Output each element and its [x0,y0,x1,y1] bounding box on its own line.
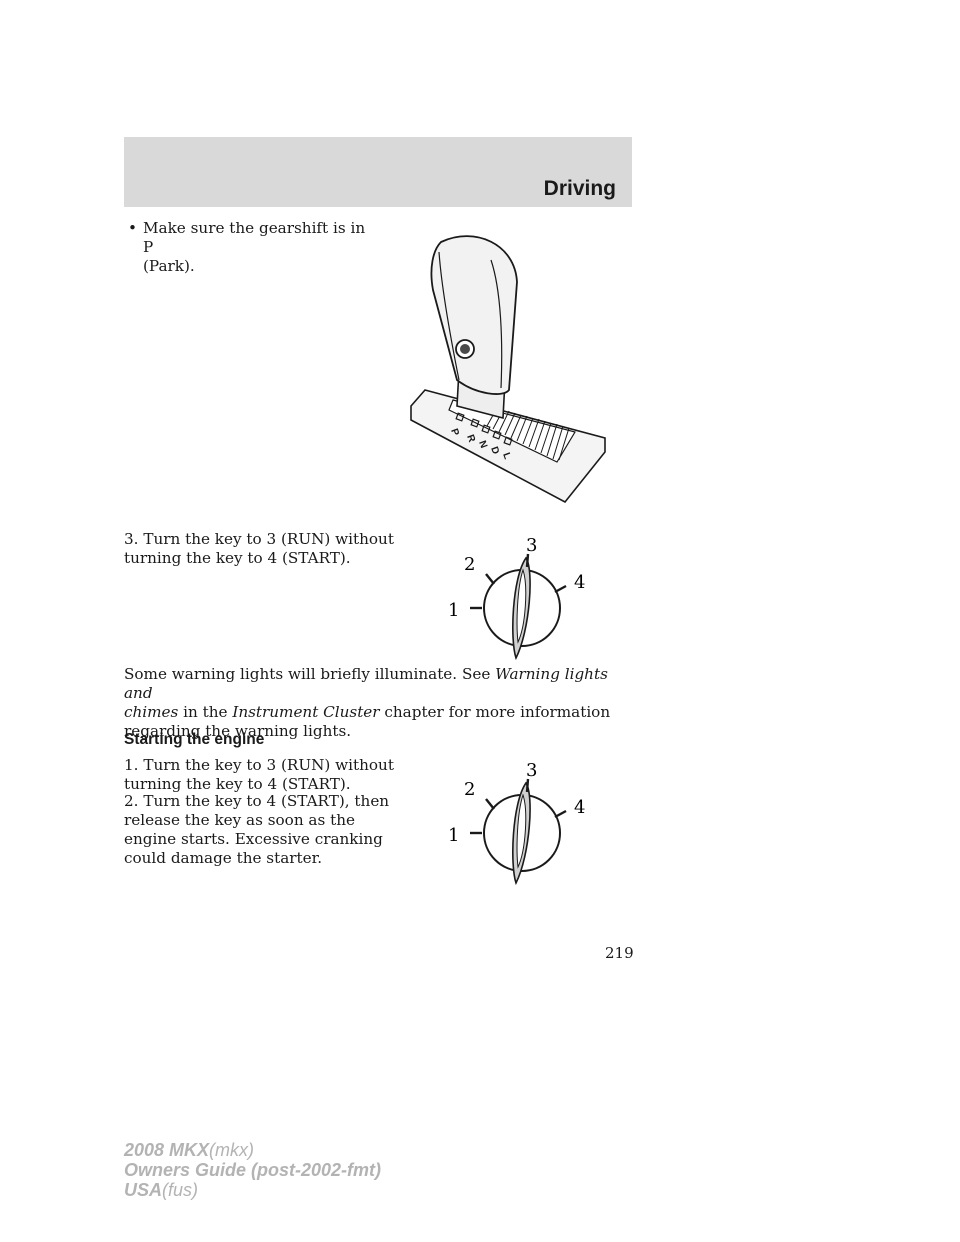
step-line: could damage the starter. [124,849,323,867]
ignition-position-4: 4 [574,572,585,593]
step-line: turning the key to 4 (START). [124,775,351,793]
para-text: in the [183,703,228,721]
footer-model: 2008 MKX [124,1140,210,1160]
bullet-line-1: Make sure the gearshift is in P [143,219,366,256]
xref-chimes: chimes [124,703,179,721]
page-number: 219 [605,944,634,962]
gear-selector-illustration: P R N D L [410,235,606,504]
bullet-symbol: • [128,219,137,237]
step-line: 3. Turn the key to 3 (RUN) without [124,530,394,548]
step-line: turning the key to 4 (START). [124,549,351,567]
step-1-turn-key-run: 1. Turn the key to 3 (RUN) without turni… [124,756,394,794]
ignition-position-2: 2 [464,779,475,800]
ignition-switch-diagram: 1 2 3 4 [448,535,585,660]
step-turn-key-run: 3. Turn the key to 3 (RUN) without turni… [124,530,394,568]
gear-letter-d: D [488,445,501,456]
para-text: regarding the warning lights. [124,722,352,740]
step-line: release the key as soon as the [124,811,355,829]
para-text: chapter for more information [384,703,611,721]
footer-region-code: (fus) [162,1180,199,1200]
ignition-position-2: 2 [464,554,475,575]
document-footer: 2008 MKX(mkx) Owners Guide (post-2002-fm… [124,1140,381,1200]
subheading-starting-engine: Starting the engine [124,731,265,748]
step-line: 1. Turn the key to 3 (RUN) without [124,756,394,774]
footer-guide: Owners Guide (post-2002-fmt) [124,1160,382,1180]
gear-letter-p: P [448,427,461,437]
step-2-turn-key-start: 2. Turn the key to 4 (START), then relea… [124,792,394,868]
header-band: Driving [124,137,632,207]
ignition-position-3: 3 [526,760,537,781]
xref-instrument-cluster: Instrument Cluster [232,703,380,721]
para-text: Some warning lights will briefly illumin… [124,665,491,683]
ignition-position-3: 3 [526,535,537,556]
footer-region: USA [124,1180,163,1200]
ignition-switch-diagram: 1 2 3 4 [448,760,585,885]
bullet-item-gearshift: • Make sure the gearshift is in P (Park)… [128,219,380,276]
step-line: 2. Turn the key to 4 (START), then [124,792,390,810]
step-line: engine starts. Excessive cranking [124,830,383,848]
ignition-position-4: 4 [574,797,585,818]
xref-warning-lights: Warning lights and [124,665,608,702]
gear-letter-r: R [464,433,477,444]
footer-model-code: (mkx) [209,1140,255,1160]
bullet-line-2: (Park). [143,257,195,275]
warning-lights-paragraph: Some warning lights will briefly illumin… [124,665,634,741]
section-title: Driving [543,177,616,200]
gear-letter-n: N [476,439,489,450]
ignition-position-1: 1 [448,825,459,846]
ignition-position-1: 1 [448,600,459,621]
gear-letter-l: L [500,451,512,461]
